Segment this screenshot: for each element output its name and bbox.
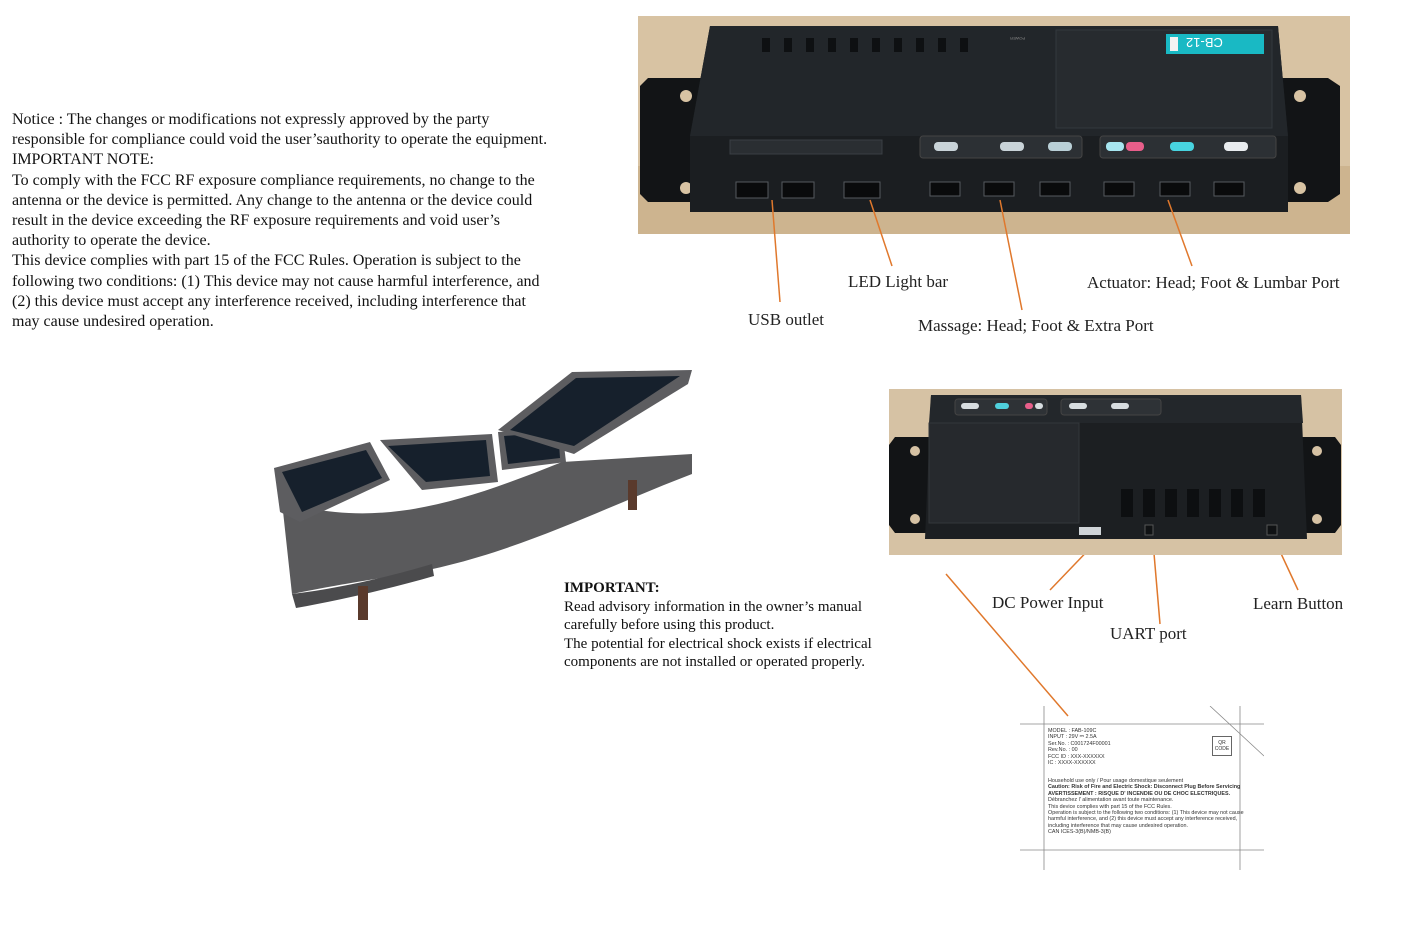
usb-outlet-callout: USB outlet xyxy=(748,310,825,329)
label-fcc-line: This device complies with part 15 of the… xyxy=(1048,803,1172,810)
part15-paragraph: This device complies with part 15 of the… xyxy=(12,252,540,331)
label-fcc-id: FCC ID : XXX-XXXXXX xyxy=(1048,753,1105,760)
dc-power-input-callout: DC Power Input xyxy=(992,593,1104,612)
qr-code-placeholder: QR CODE xyxy=(1212,736,1232,756)
label-can-ices: CAN ICES-3(B)/NMB-3(B) xyxy=(1048,829,1111,836)
label-avertissement: AVERTISSEMENT : RISQUE D' INCENDIE OU DE… xyxy=(1048,790,1231,797)
rf-exposure-paragraph: To comply with the FCC RF exposure compl… xyxy=(12,171,535,250)
control-box-bottom-photo xyxy=(889,389,1342,555)
label-model: MODEL : FAB-109C xyxy=(1048,728,1097,734)
label-fcc-line: including interference that may cause un… xyxy=(1048,822,1188,829)
label-ic: IC : XXXX-XXXXXX xyxy=(1048,760,1096,767)
control-box-top-photo: POWER CB-12 xyxy=(638,16,1350,234)
label-serial: Ser.No. : C001724F00001 xyxy=(1048,740,1111,747)
important-note-heading: IMPORTANT NOTE: xyxy=(12,151,154,169)
actuator-port-callout: Actuator: Head; Foot & Lumbar Port xyxy=(1087,273,1340,292)
label-input: INPUT : 29V ⎓ 2.5A xyxy=(1048,734,1097,741)
label-fcc-line: Operation is subject to the following tw… xyxy=(1048,810,1244,817)
fcc-notice: Notice : The changes or modifications no… xyxy=(12,110,552,332)
learn-button-callout: Learn Button xyxy=(1253,594,1344,613)
label-debranchez: Débranchez l' alimentation avant toute m… xyxy=(1048,797,1174,804)
model-tag: CB-12 xyxy=(1186,35,1223,50)
adjustable-bed-image xyxy=(262,362,702,634)
label-crop-marks xyxy=(1020,706,1264,870)
massage-port-callout: Massage: Head; Foot & Extra Port xyxy=(918,316,1154,335)
notice-paragraph: Notice : The changes or modifications no… xyxy=(12,111,548,149)
label-household: Household use only / Pour usage domestiq… xyxy=(1048,778,1184,784)
electrical-shock-paragraph: The potential for electrical shock exist… xyxy=(564,635,872,671)
label-caution: Caution: Risk of Fire and Electric Shock… xyxy=(1048,784,1241,791)
rating-label: MODEL : FAB-109C INPUT : 29V ⎓ 2.5A Ser.… xyxy=(1020,706,1264,870)
advisory-paragraph: Read advisory information in the owner’s… xyxy=(564,598,862,634)
uart-port-callout: UART port xyxy=(1110,624,1187,643)
label-fcc-line: harmful interference, and (2) this devic… xyxy=(1048,816,1238,823)
important-advisory: IMPORTANT: Read advisory information in … xyxy=(564,579,904,672)
power-marking: POWER xyxy=(1010,36,1026,41)
important-heading: IMPORTANT: xyxy=(564,580,660,596)
led-light-bar-callout: LED Light bar xyxy=(848,272,949,291)
label-rev: Rev.No. : 00 xyxy=(1048,747,1078,754)
